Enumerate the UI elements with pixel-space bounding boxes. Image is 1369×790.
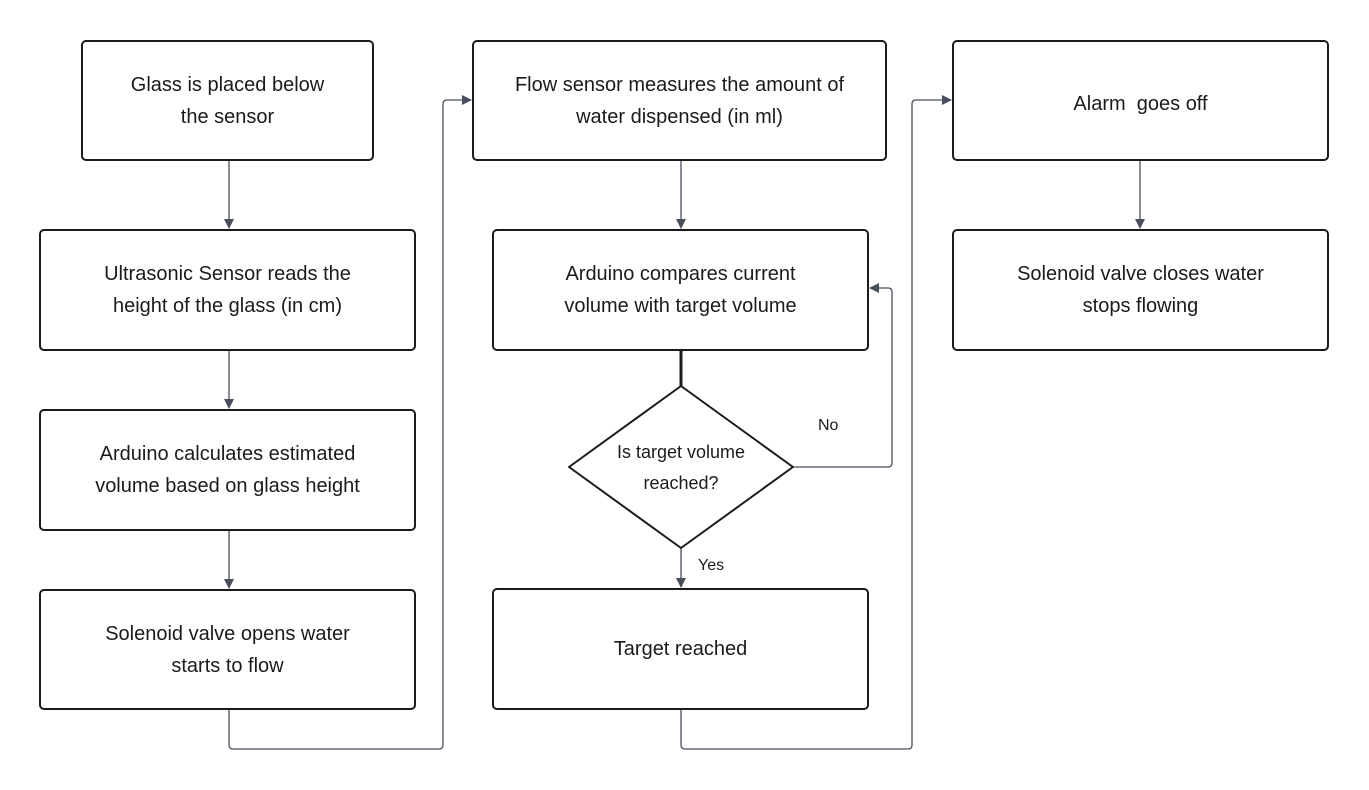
node-target-reached-label: Target reached: [613, 638, 748, 660]
node-decision-label: Is target volume reached?: [616, 442, 746, 493]
edge-valve-opens-to-flow-sensor: [228, 95, 472, 750]
edge-label-no: No: [818, 417, 839, 434]
node-ultrasonic-reads-label: Ultrasonic Sensor reads the height of th…: [104, 263, 351, 317]
edge-decision-no-loop: [792, 283, 893, 468]
node-ultrasonic-reads: Ultrasonic Sensor reads the height of th…: [39, 229, 416, 351]
node-alarm-label: Alarm goes off: [1073, 93, 1208, 115]
node-arduino-calculates-label: Arduino calculates estimated volume base…: [95, 443, 360, 497]
node-alarm: Alarm goes off: [952, 40, 1329, 161]
node-glass-placed: Glass is placed below the sensor: [81, 40, 374, 161]
node-arduino-compares-label: Arduino compares current volume with tar…: [564, 263, 797, 317]
node-arduino-compares: Arduino compares current volume with tar…: [492, 229, 869, 351]
node-flow-measures: Flow sensor measures the amount of water…: [472, 40, 887, 161]
node-target-reached: Target reached: [492, 588, 869, 710]
decision-diamond: [568, 385, 794, 549]
edge-label-yes: Yes: [698, 557, 725, 574]
node-valve-opens: Solenoid valve opens water starts to flo…: [39, 589, 416, 710]
node-glass-placed-label: Glass is placed below the sensor: [130, 73, 325, 128]
node-valve-closes: Solenoid valve closes water stops flowin…: [952, 229, 1329, 351]
edge-target-to-alarm: [680, 95, 952, 750]
node-valve-opens-label: Solenoid valve opens water starts to flo…: [105, 622, 350, 677]
node-flow-measures-label: Flow sensor measures the amount of water…: [514, 73, 845, 128]
node-valve-closes-label: Solenoid valve closes water stops flowin…: [1017, 263, 1264, 317]
node-arduino-calculates: Arduino calculates estimated volume base…: [39, 409, 416, 531]
